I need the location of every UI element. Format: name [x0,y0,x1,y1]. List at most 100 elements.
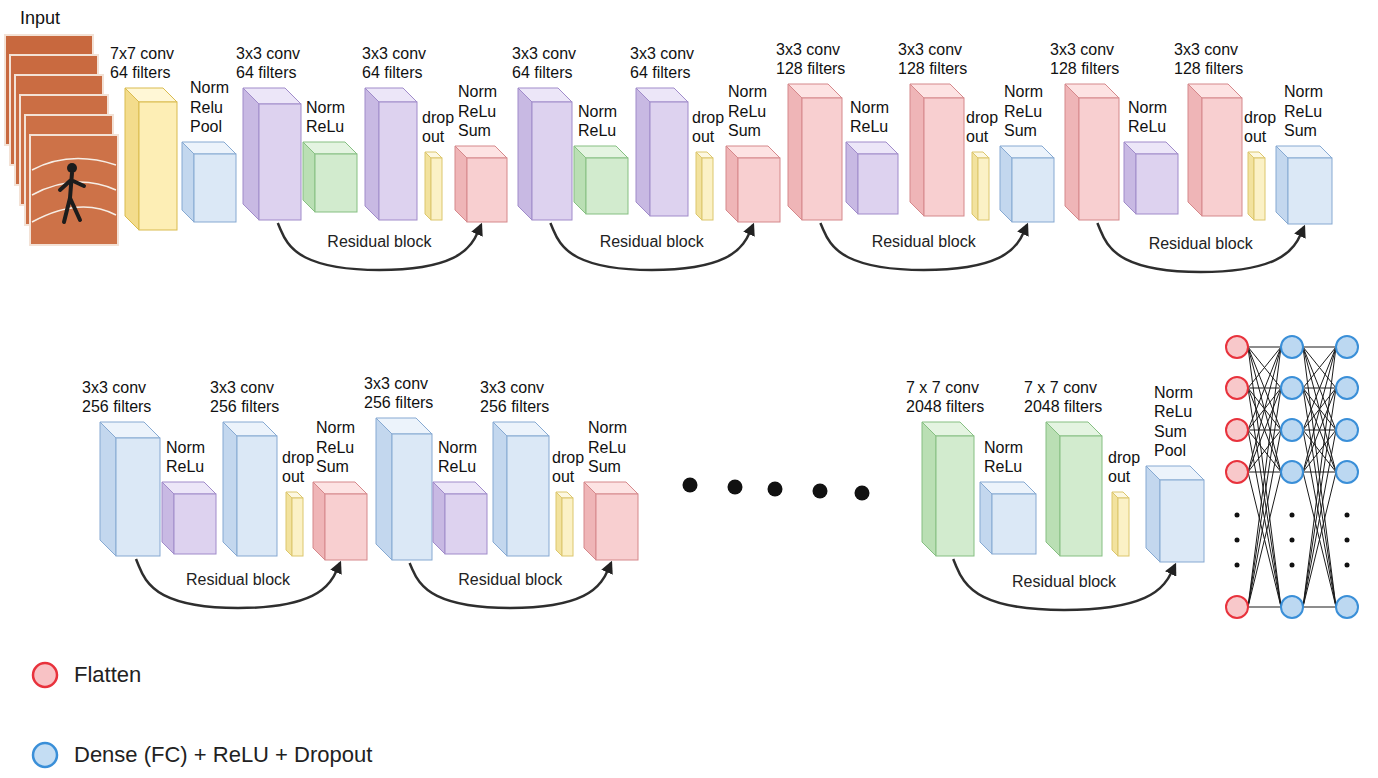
cuboid-front [738,158,780,222]
cuboid-side [425,152,431,220]
layer-label: drop out [1244,108,1290,146]
layer-cuboid [243,88,301,220]
layer-cuboid [846,142,898,214]
cuboid-front [194,154,236,222]
cuboid-side [518,88,532,220]
cuboid-front [325,494,367,560]
cuboid-side [243,88,259,220]
cuboid-front [924,98,964,216]
cuboid-side [696,152,702,220]
dot [1235,563,1240,568]
cuboid-front [936,436,974,556]
cuboid-side [1046,422,1060,556]
layer-label: Norm ReLu [850,98,900,136]
neuron [1281,336,1303,358]
dot [768,482,783,497]
layer-label: 7 x 7 conv 2048 filters [1024,378,1124,416]
layer-label: Norm ReLu Sum [316,418,366,476]
connection-lines [1248,347,1281,607]
cuboid-front [1160,480,1204,562]
dot [1345,563,1350,568]
layer-label: 3x3 conv 128 filters [1174,40,1259,78]
layer-cuboid [1248,152,1265,220]
edge-label: Residual block [455,570,565,589]
cuboid-front [992,494,1036,554]
cuboid-side [1276,146,1288,224]
layer-cuboid [910,84,964,216]
cuboid-front [1202,98,1242,216]
cuboid-side [223,422,237,556]
layer-cuboid [223,422,277,556]
layer-label: Norm ReLu Sum [1284,82,1334,140]
layer-cuboid [636,88,688,216]
cuboid-front [379,102,417,220]
layer-label: Norm ReLu Sum [588,418,638,476]
edge-label: Residual block [1009,572,1119,591]
layer-label: 7 x 7 conv 2048 filters [906,378,1006,416]
residual-arrow [1097,223,1304,272]
input-frame [30,135,118,245]
legend-text: Dense (FC) + ReLU + Dropout [74,742,372,768]
layer-cuboid [726,146,780,222]
cuboid-side [455,146,467,222]
cuboid-front [292,498,303,556]
connection-lines [1303,347,1336,607]
sum-layer: Norm ReLu Sum [584,418,638,560]
cuboid-front [1254,158,1265,220]
layer-cuboid [1146,466,1204,562]
edge-label: Residual block [869,232,979,251]
neuron [1336,461,1358,483]
sum-layer: Norm ReLu Sum [1000,82,1054,222]
conv-layer: 3x3 conv 128 filters [1050,40,1135,220]
neuron [1226,336,1248,358]
cuboid-front [1118,498,1129,556]
layer-cuboid [1112,492,1129,556]
flatten-neurons [1226,336,1248,618]
layer-label: 3x3 conv 128 filters [898,40,983,78]
neuron [1336,596,1358,618]
connection-lines [1248,347,1281,607]
dot [1345,538,1350,543]
cuboid-side [1146,466,1160,562]
layer-label: Norm ReLu Sum Pool [1154,383,1204,460]
neuron [1226,461,1248,483]
dot [728,480,743,495]
norm-pool-layer: Norm Relu Pool [182,78,240,222]
cuboid-front [139,102,177,230]
edge-label: Residual block [183,570,293,589]
layer-cuboid [365,88,417,220]
layer-cuboid [455,146,507,222]
dot [1290,538,1295,543]
layer-cuboid [980,482,1036,554]
residual-arrow [820,223,1027,270]
sum-layer: Norm ReLu Sum [726,82,780,222]
continuation-dots [683,478,870,501]
norm-layer: Norm ReLu [574,102,628,214]
cuboid-side [286,492,292,556]
layer-cuboid [303,142,357,212]
legend-item: Dense (FC) + ReLU + Dropout [30,740,372,770]
cuboid-side [846,142,858,214]
cuboid-side [556,492,562,556]
layer-cuboid [425,152,442,220]
layer-cuboid [493,422,549,556]
dot [1345,513,1350,518]
cuboid-front [532,102,572,220]
cuboid-front [174,494,216,554]
dot [1290,513,1295,518]
neuron [1281,596,1303,618]
athlete-body [60,173,84,222]
input-label: Input [20,8,60,30]
cuboid-side [922,422,936,556]
cuboid-side [788,84,802,220]
connection-lines [1248,347,1281,607]
sum-layer: Norm ReLu Sum [313,418,367,560]
neuron [1226,377,1248,399]
layer-label: Norm ReLu [578,102,628,140]
layer-cuboid [518,88,572,220]
cuboid-front [237,436,277,556]
cuboid-front [259,104,301,220]
conv-layer: 3x3 conv 256 filters [480,378,565,556]
layer-label: 3x3 conv 64 filters [630,44,710,82]
connection-lines [1303,347,1336,607]
